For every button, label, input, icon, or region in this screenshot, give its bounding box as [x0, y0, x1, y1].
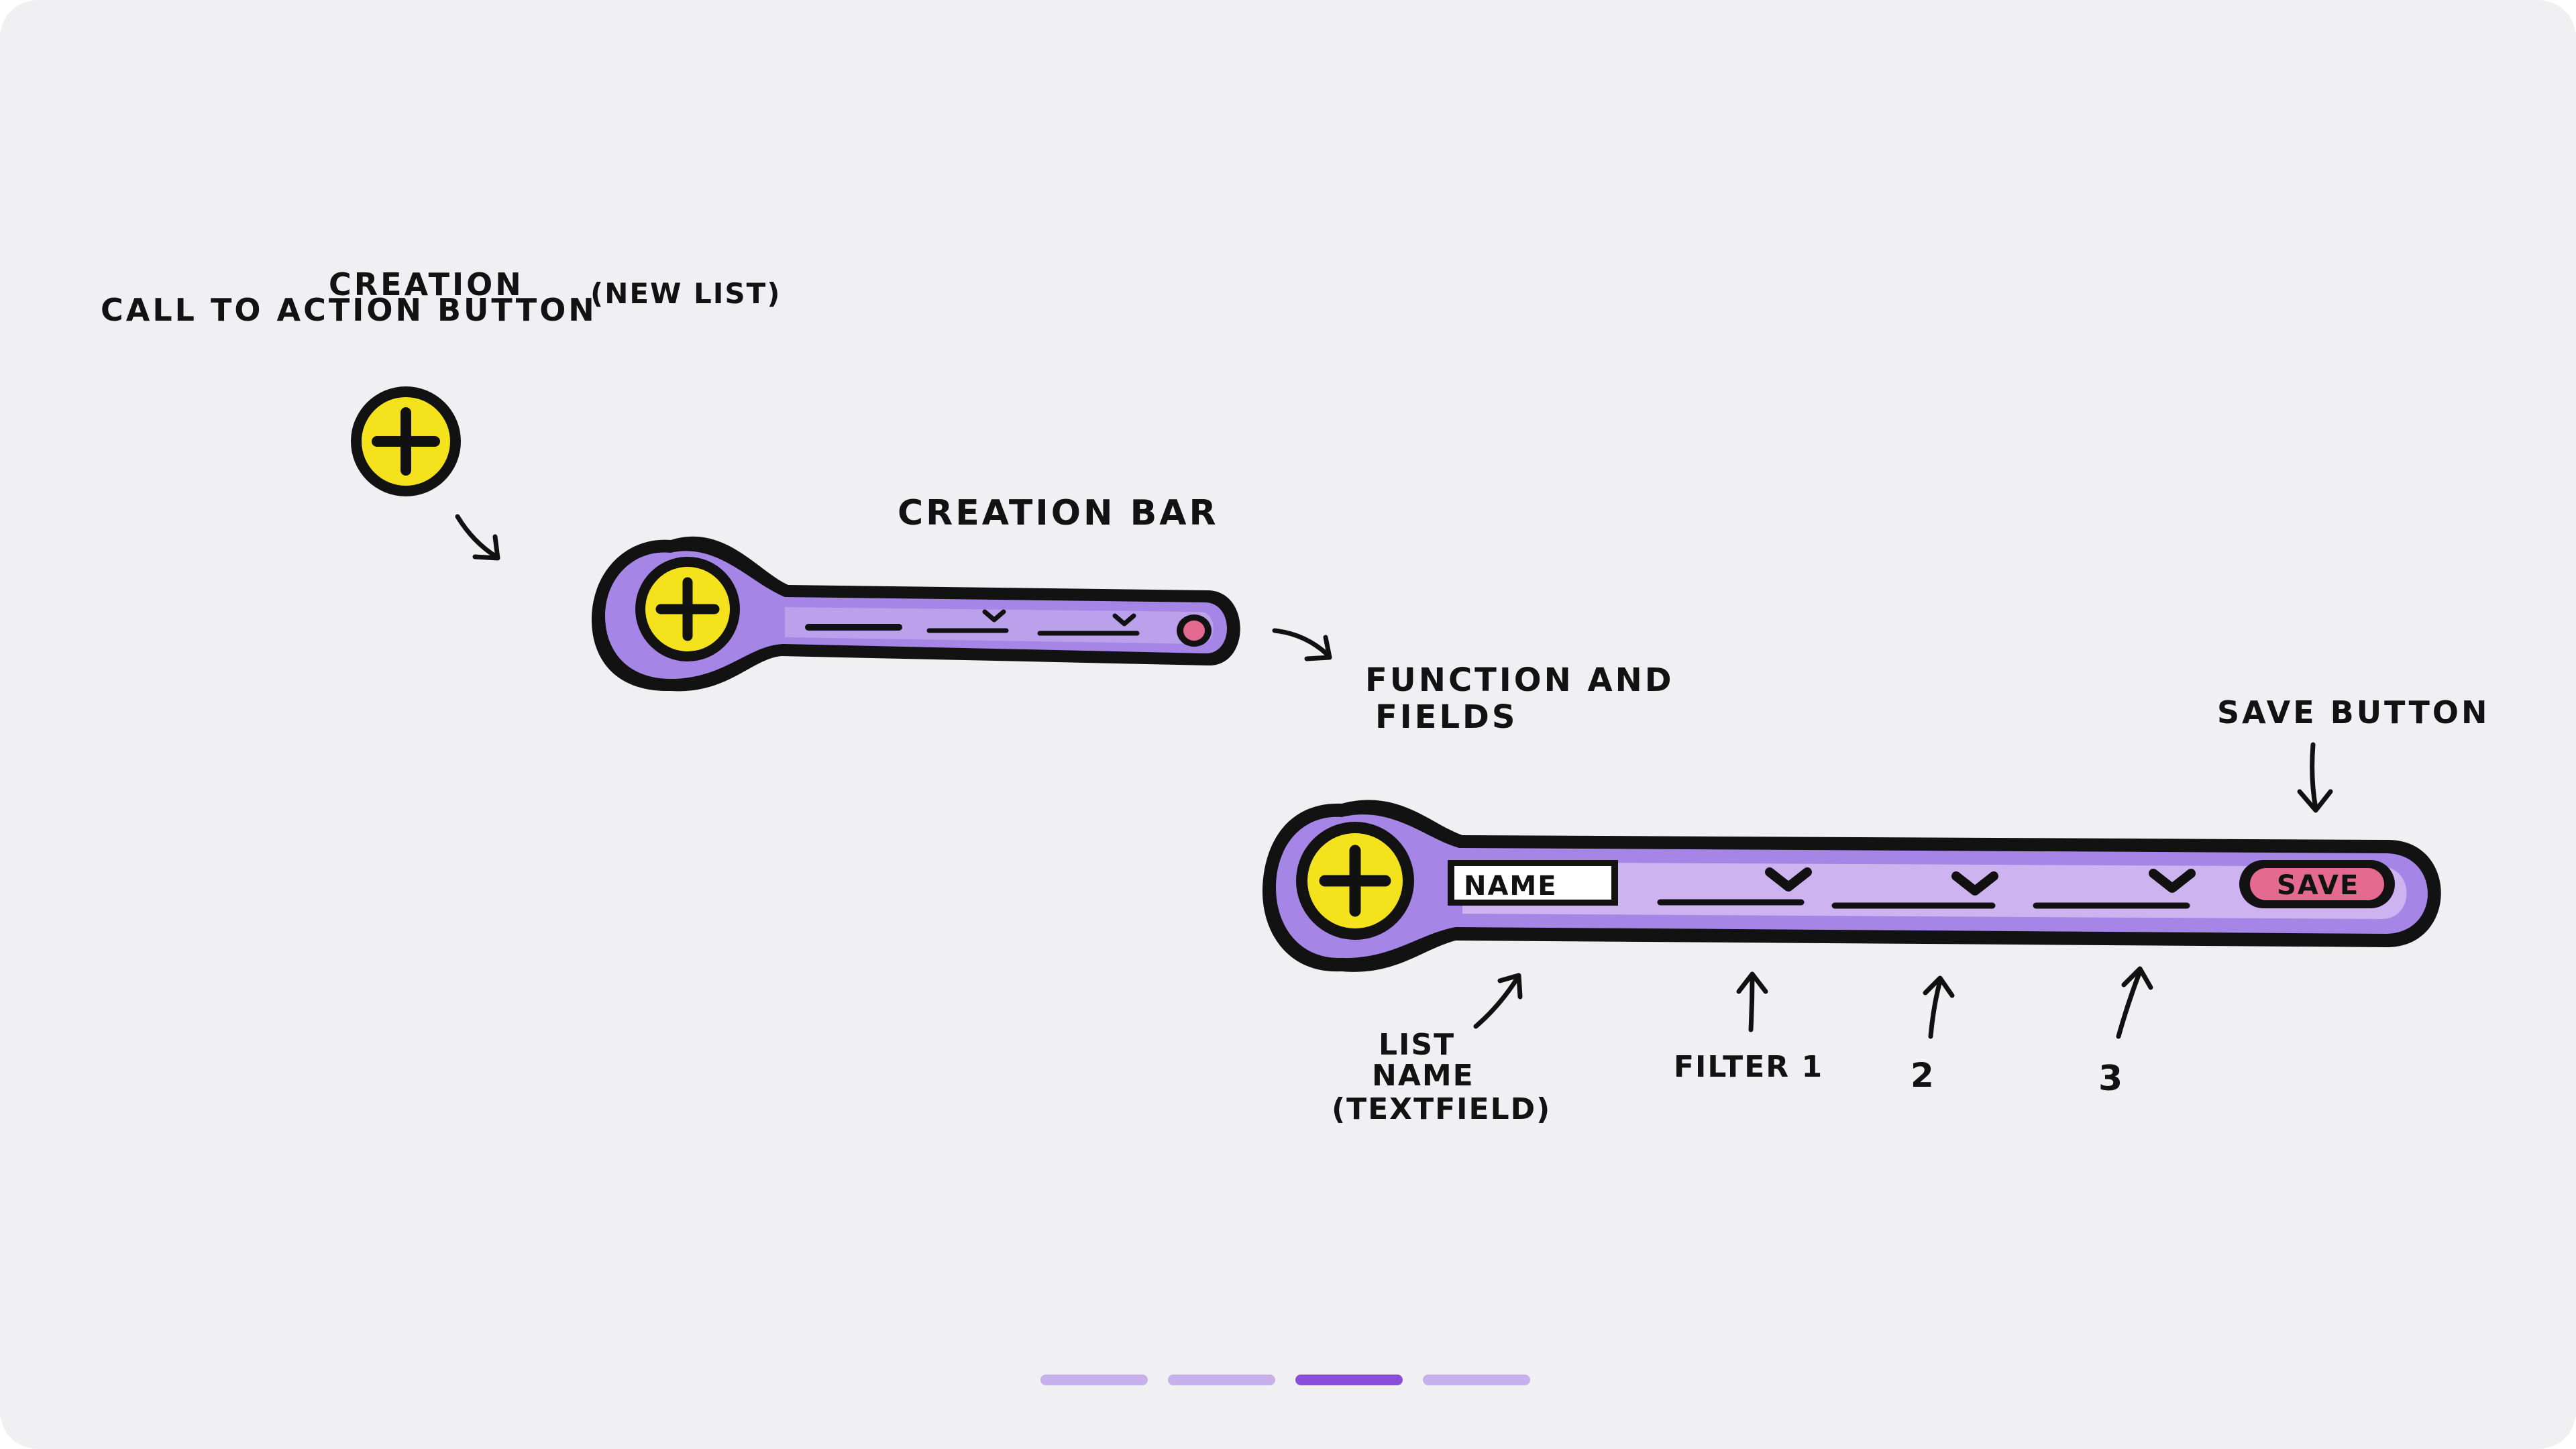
creation-bar-expanded: NAME: [1262, 800, 2441, 972]
save-button[interactable]: SAVE: [2239, 860, 2395, 908]
list-name-field-text: NAME: [1464, 871, 1558, 902]
label-fields: FIELDS: [1375, 698, 1517, 736]
arrow-icon: [455, 514, 500, 561]
cta-plus-button[interactable]: [351, 386, 461, 496]
arrow-icon: [1272, 628, 1332, 661]
label-creation-bar: CREATION BAR: [898, 493, 1219, 533]
save-button-label: SAVE: [2277, 870, 2359, 901]
plus-icon: [1319, 845, 1391, 917]
chevron-down-icon: [1765, 867, 1812, 892]
filter-dropdown-1[interactable]: [1657, 867, 1812, 906]
creation-bar-collapsed: [591, 536, 1240, 692]
filter-dropdown-2[interactable]: [1831, 871, 1998, 909]
chevron-down-icon: [1951, 871, 1998, 896]
creation-bar-save-dot[interactable]: [1177, 614, 1212, 647]
creation-bar-plus-button[interactable]: [635, 557, 740, 661]
pager-dot-4[interactable]: [1423, 1375, 1530, 1385]
plus-icon: [372, 407, 440, 476]
plus-icon: [655, 577, 720, 641]
expanded-bar-plus-button[interactable]: [1296, 822, 1414, 940]
label-name: NAME: [1372, 1059, 1474, 1093]
label-call-to-action-button: CALL TO ACTION BUTTON: [101, 292, 597, 328]
chevron-down-icon: [1112, 613, 1136, 627]
list-name-field[interactable]: NAME: [1448, 860, 1618, 906]
pagination-indicator: [1040, 1375, 1530, 1385]
label-creation: CREATION: [329, 266, 524, 303]
pager-dot-3[interactable]: [1295, 1375, 1403, 1385]
label-list: LIST: [1379, 1028, 1455, 1062]
label-save-button: SAVE BUTTON: [2217, 694, 2489, 731]
pager-dot-1[interactable]: [1040, 1375, 1148, 1385]
filter-dropdown-3[interactable]: [2033, 869, 2196, 909]
label-new-list: (NEW LIST): [590, 277, 781, 310]
arrow-icon: [1473, 973, 1523, 1029]
arrow-icon: [2116, 966, 2153, 1039]
arrow-icon: [2297, 742, 2333, 813]
chevron-down-icon: [982, 609, 1006, 623]
label-filter-3: 3: [2098, 1059, 2125, 1099]
arrow-icon: [1923, 975, 1955, 1039]
label-filter-2: 2: [1911, 1056, 1937, 1095]
arrow-icon: [1736, 971, 1768, 1032]
label-filter-1: FILTER 1: [1674, 1050, 1823, 1084]
chevron-down-icon: [2149, 869, 2196, 893]
pager-dot-2[interactable]: [1168, 1375, 1275, 1385]
label-textfield: (TEXTFIELD): [1332, 1092, 1551, 1126]
label-function-and: FUNCTION AND: [1365, 661, 1674, 699]
